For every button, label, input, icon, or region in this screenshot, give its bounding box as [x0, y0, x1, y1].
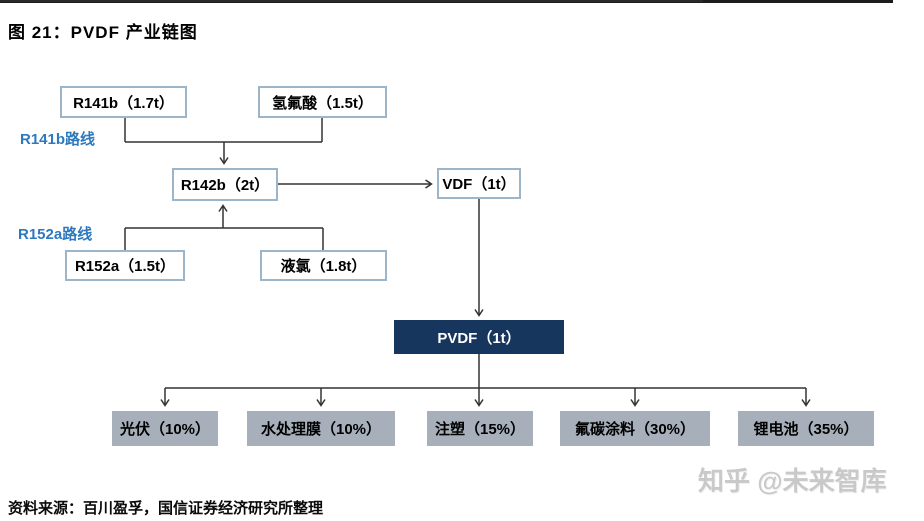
node-hydrofluoric-acid: 氢氟酸（1.5t）: [258, 86, 387, 118]
route-label-r141b: R141b路线: [20, 131, 96, 148]
node-r142b: R142b（2t）: [172, 168, 278, 201]
node-r141b: R141b（1.7t）: [60, 86, 187, 118]
application-box-photovoltaic: 光伏（10%）: [112, 411, 218, 446]
route-label-r152a: R152a路线: [18, 226, 93, 243]
application-box-lithium-battery: 锂电池（35%）: [738, 411, 874, 446]
application-box-water-treatment-membrane: 水处理膜（10%）: [247, 411, 395, 446]
figure-title: 图 21：PVDF 产业链图: [8, 23, 198, 42]
node-liquid-chlorine: 液氯（1.8t）: [260, 250, 387, 281]
node-r152a: R152a（1.5t）: [65, 250, 185, 281]
bottom-rule: [0, 0, 703, 2]
application-box-fluorocarbon-coating: 氟碳涂料（30%）: [560, 411, 710, 446]
node-vdf: VDF（1t）: [437, 168, 521, 199]
watermark-text: 知乎 @未来智库: [698, 466, 887, 496]
node-pvdf: PVDF（1t）: [394, 320, 564, 354]
application-box-injection-molding: 注塑（15%）: [427, 411, 533, 446]
source-attribution: 资料来源：百川盈孚，国信证券经济研究所整理: [8, 500, 324, 517]
